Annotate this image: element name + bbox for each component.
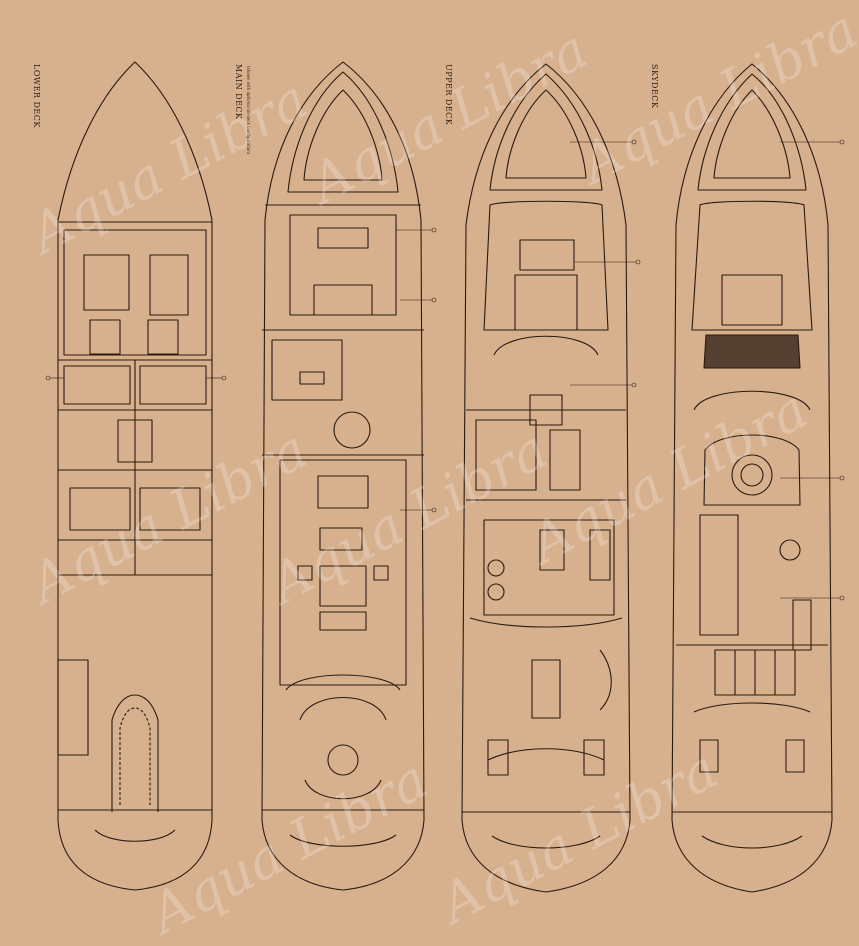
- deck-label-main: MAIN DECK: [234, 64, 243, 120]
- deck-label-lower: LOWER DECK: [32, 64, 41, 128]
- deck-label-upper: UPPER DECK: [444, 64, 453, 126]
- upper-deck-plan: [461, 63, 631, 893]
- sky-deck-plan: [671, 63, 833, 893]
- deck-note-main: (shown with optional on-deck configurati…: [246, 66, 251, 155]
- lower-deck-plan: [57, 61, 213, 891]
- deck-label-sky: SKYDECK: [650, 64, 659, 109]
- main-deck-plan: [261, 61, 425, 891]
- callout-leaders: [45, 139, 845, 601]
